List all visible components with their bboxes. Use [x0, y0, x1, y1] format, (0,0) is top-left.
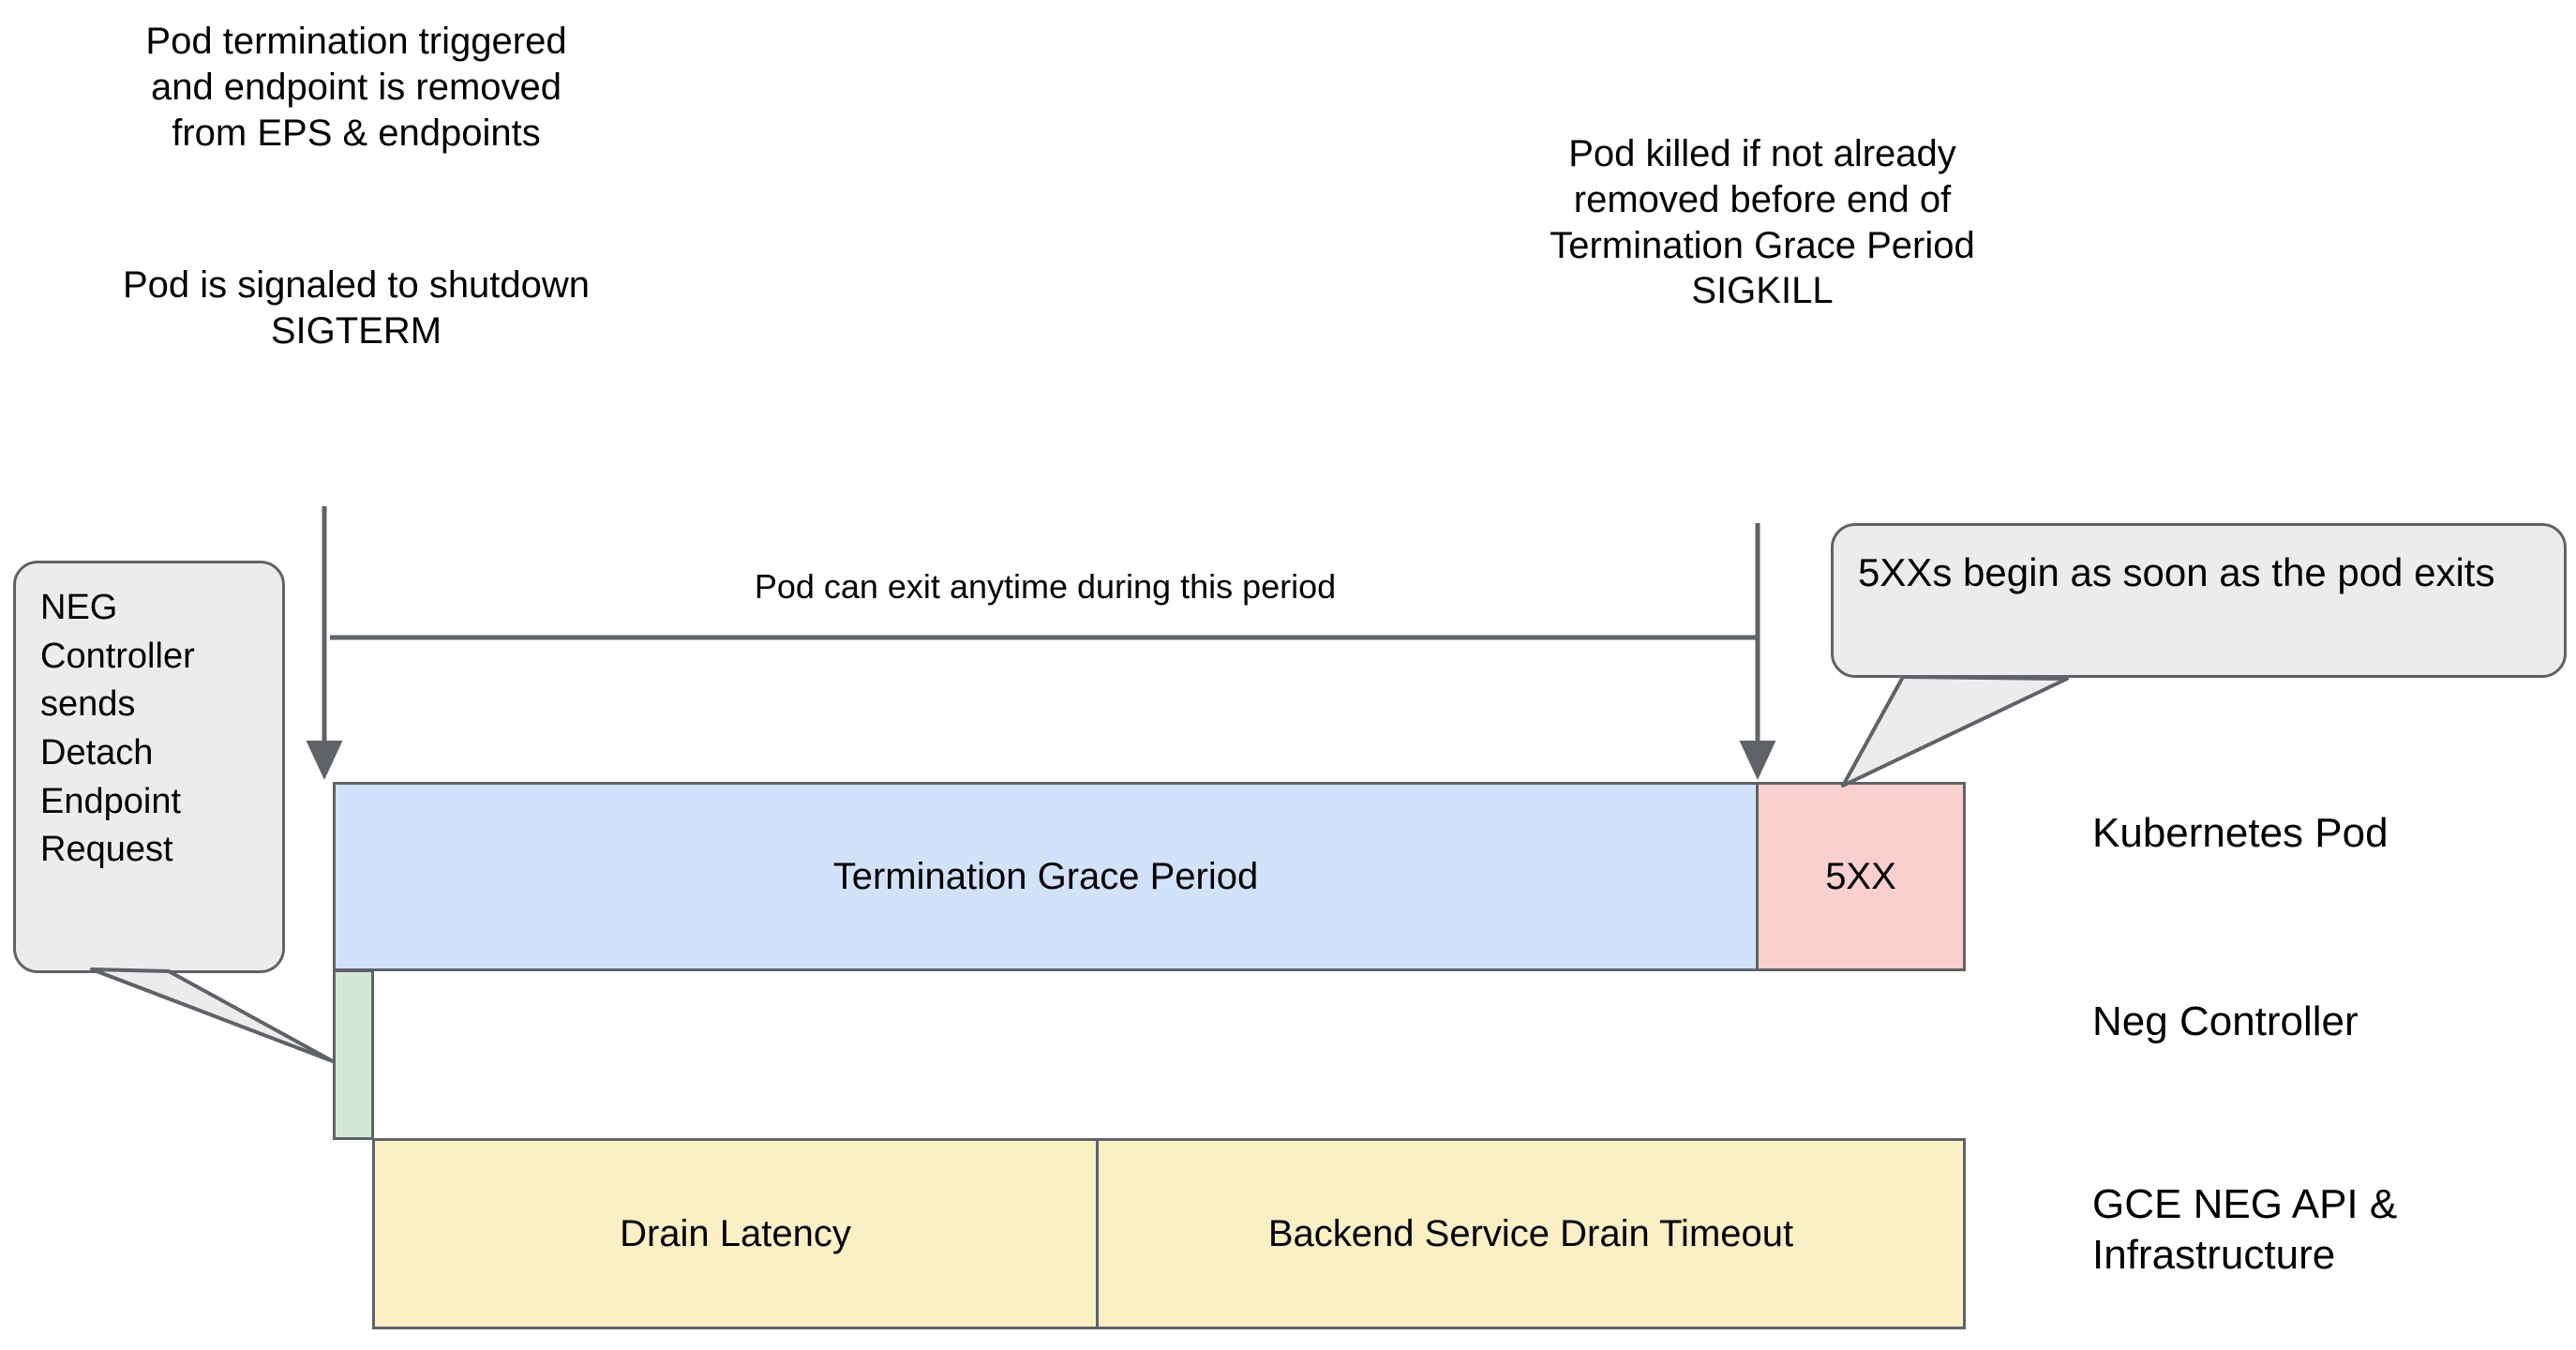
- span-label-container: Pod can exit anytime during this period: [337, 567, 1753, 607]
- bar-label-termination-grace-period: Termination Grace Period: [832, 855, 1259, 897]
- bar-termination-grace-period[interactable]: Termination Grace Period: [333, 782, 1759, 971]
- bar-label-drain-latency: Drain Latency: [620, 1212, 851, 1254]
- bar-five-xx[interactable]: 5XX: [1756, 782, 1966, 971]
- bar-backend-service-drain-timeout[interactable]: Backend Service Drain Timeout: [1096, 1138, 1966, 1329]
- bar-drain-latency[interactable]: Drain Latency: [372, 1138, 1099, 1329]
- bar-label-five-xx: 5XX: [1825, 855, 1896, 897]
- track-label-neg-controller: Neg Controller: [2092, 998, 2359, 1044]
- track-label-gce-neg-api: GCE NEG API & Infrastructure: [2092, 1181, 2398, 1278]
- callout-tail-five-xx: [1841, 675, 2069, 788]
- annotation-pod-killed-sigkill: Pod killed if not already removed before…: [1550, 133, 1975, 312]
- track-label-kubernetes-pod: Kubernetes Pod: [2092, 810, 2389, 856]
- annotation-pod-termination-triggered: Pod termination triggered and endpoint i…: [145, 21, 567, 154]
- callout-five-xx-text: 5XXs begin as soon as the pod exits: [1858, 550, 2495, 594]
- bar-neg-controller-detach[interactable]: [333, 969, 374, 1140]
- callout-neg-controller[interactable]: NEG Controller sends Detach Endpoint Req…: [13, 561, 285, 973]
- callout-neg-controller-text: NEG Controller sends Detach Endpoint Req…: [40, 588, 195, 870]
- bar-label-backend-service-drain-timeout: Backend Service Drain Timeout: [1267, 1212, 1794, 1254]
- callout-tail-neg-controller: [90, 968, 335, 1063]
- span-label-pod-can-exit: Pod can exit anytime during this period: [754, 567, 1337, 606]
- annotation-pod-signaled-sigterm: Pod is signaled to shutdown SIGTERM: [122, 264, 591, 352]
- callout-five-xx[interactable]: 5XXs begin as soon as the pod exits: [1831, 523, 2567, 678]
